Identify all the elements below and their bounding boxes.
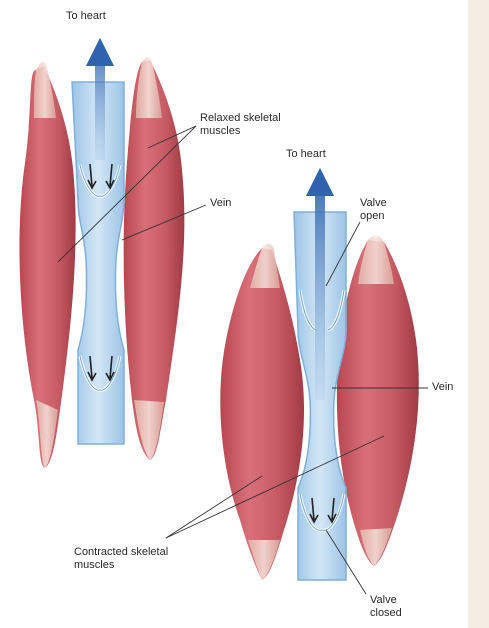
contracted-muscles-label: Contracted skeletal muscles xyxy=(74,546,168,572)
valve-closed-label-line1: Valve xyxy=(370,594,402,607)
left-vein-label: Vein xyxy=(210,197,231,210)
valve-open-label-line1: Valve xyxy=(360,197,387,210)
valve-closed-label: Valve closed xyxy=(370,594,402,620)
relaxed-group xyxy=(19,38,184,468)
right-to-heart-label: To heart xyxy=(286,148,326,161)
paper-edge xyxy=(468,0,489,628)
contracted-muscle-left xyxy=(220,248,304,580)
relaxed-muscles-label-line2: muscles xyxy=(200,125,281,138)
contracted-muscle-right-bottom-tendon xyxy=(360,528,392,566)
left-to-heart-label: To heart xyxy=(66,10,106,23)
contracted-group xyxy=(220,168,418,580)
relaxed-muscles-label-line1: Relaxed skeletal xyxy=(200,112,281,125)
contracted-muscles-label-line2: muscles xyxy=(74,559,168,572)
valve-open-label-line2: open xyxy=(360,210,387,223)
valve-closed-label-line2: closed xyxy=(370,607,402,620)
contracted-muscle-right-top-tendon xyxy=(358,236,394,284)
contracted-muscles-label-line1: Contracted skeletal xyxy=(74,546,168,559)
right-vein-label: Vein xyxy=(432,381,453,394)
relaxed-muscle-right xyxy=(124,60,185,460)
relaxed-muscles-label: Relaxed skeletal muscles xyxy=(200,112,281,138)
contracted-muscle-right xyxy=(337,240,419,566)
contracted-muscle-left-bottom-tendon xyxy=(248,540,280,580)
valve-open-label: Valve open xyxy=(360,197,387,223)
